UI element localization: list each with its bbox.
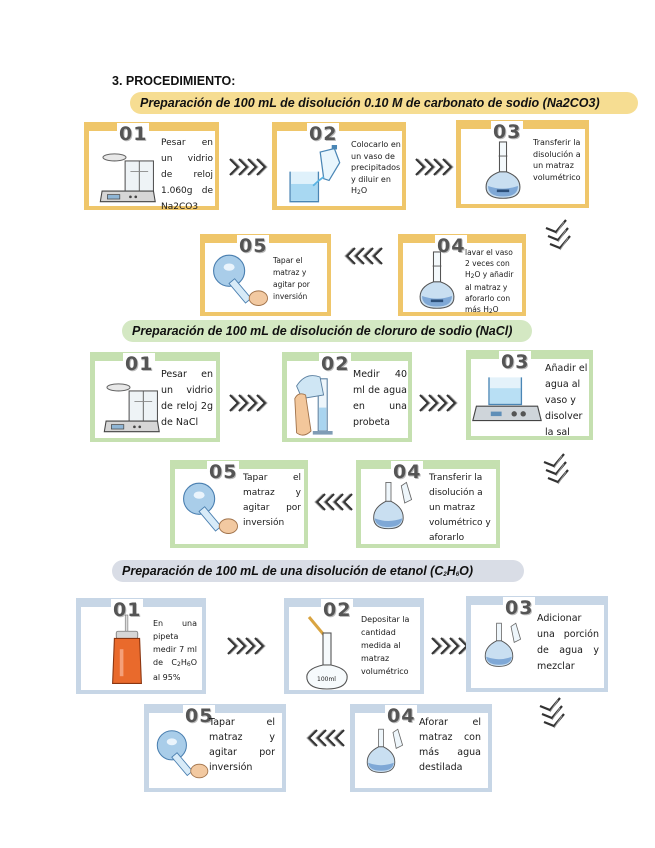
chevron-left-icon [314,492,354,512]
section-banner-sodium-chloride: Preparación de 100 mL de disolución de c… [122,320,532,342]
step-number: 04 [391,461,424,483]
chevron-left-icon [344,246,384,266]
step-text: Depositar la cantidad medida al matraz v… [361,615,410,676]
step-card: 04 lavar el vaso 2 veces con H2O y añadi… [398,234,526,316]
flask-inversion-icon [153,721,213,785]
step-number: 02 [321,599,354,621]
step-text: Tapar el matraz y agitar por inversión [273,256,310,301]
step-number: 01 [111,599,144,621]
section-heading: 3. PROCEDIMIENTO: [112,74,236,88]
pipette-bottle-icon [109,611,145,691]
step-text: Tapar el matraz y agitar por inversión [243,473,301,528]
volumetric-flask-icon [367,477,427,541]
step-card: 05 Tapar el matraz y agitar por inversió… [170,460,308,548]
volumetric-flask-icon: 100ml [306,616,348,690]
balance-icon [99,375,161,437]
step-number: 03 [499,351,532,373]
step-number: 04 [385,705,418,727]
step-card: 02 Colocarlo en un vaso de precipitados … [272,122,406,210]
flask-volume-label: 100ml [317,676,336,683]
step-card: 04 Aforar el matraz con más agua destila… [350,704,492,792]
step-card: 05 Tapar el matraz y agitar por inversió… [144,704,286,792]
flask-inversion-icon [209,247,273,311]
step-card: 03 Añadir el agua al vaso y disolver la … [466,350,593,440]
step-text: Adicionar una porción de agua y mezclar [537,613,599,672]
balance-icon [95,145,157,207]
step-card: 01 Pesar en un vidrio de reloj 2g de NaC… [90,352,220,442]
volumetric-flask-icon [479,613,535,683]
step-text: Aforar el matraz con más agua destilada [419,717,481,773]
chevron-down-icon [536,696,566,732]
chevron-right-icon [414,157,454,177]
step-text: Transferir la disolución a un matraz vol… [429,473,491,543]
step-text: Pesar en un vidrio de reloj 1.060g de Na… [161,138,213,212]
beaker-pouring-icon [281,145,347,207]
step-number: 01 [123,353,156,375]
chevron-left-icon [306,728,346,748]
step-text: Colocarlo en un vaso de precipitados y d… [351,140,401,196]
step-number: 02 [307,123,340,145]
chevron-right-icon [430,636,470,656]
step-number: 05 [237,235,270,257]
chevron-down-icon [542,218,572,254]
step-card: 02 100ml Depositar la cantidad medida al… [284,598,424,694]
step-text: Añadir el agua al vaso y disolver la sal [545,363,588,438]
volumetric-flask-icon [415,249,459,313]
step-text: Pesar en un vidrio de reloj 2g de NaCl [161,369,213,428]
step-card: 03 Transferir la disolución a un matraz … [456,120,589,208]
chevron-down-icon [540,452,570,488]
volumetric-flask-icon [481,139,525,203]
step-card: 02 Medir 40 ml de agua en una probeta [282,352,412,442]
chevron-right-icon [228,157,268,177]
stirrer-icon [471,371,543,427]
volumetric-flask-icon [361,719,417,789]
step-text: Tapar el matraz y agitar por inversión [209,717,275,773]
step-text: lavar el vaso 2 veces con H2O y añadir a… [465,248,514,315]
step-number: 05 [183,705,216,727]
step-card: 03 Adicionar una porción de agua y mezcl… [466,596,608,692]
step-card: 01 En una pipeta medir 7 ml de C2H6O al … [76,598,206,694]
step-number: 01 [117,123,150,145]
step-number: 03 [503,597,536,619]
graduated-cylinder-icon [293,367,347,441]
step-text: Medir 40 ml de agua en una probeta [353,369,407,428]
step-text: En una pipeta medir 7 ml de C2H6O al 95% [153,619,197,682]
step-number: 04 [435,235,468,257]
section-banner-ethanol: Preparación de 100 mL de una disolución … [112,560,524,582]
step-number: 05 [207,461,240,483]
flask-inversion-icon [179,475,243,539]
step-card: 04 Transferir la disolución a un matraz … [356,460,500,548]
step-card: 01 Pesar en un vidrio de reloj 1.060g de… [84,122,219,212]
step-card: 05 Tapar el matraz y agitar por inversió… [200,234,331,316]
step-number: 03 [491,121,524,143]
step-number: 02 [319,353,352,375]
step-text: Transferir la disolución a un matraz vol… [533,138,581,182]
section-banner-sodium-carbonate: Preparación de 100 mL de disolución 0.10… [130,92,638,114]
chevron-right-icon [226,636,266,656]
chevron-right-icon [418,393,458,413]
chevron-right-icon [228,393,268,413]
